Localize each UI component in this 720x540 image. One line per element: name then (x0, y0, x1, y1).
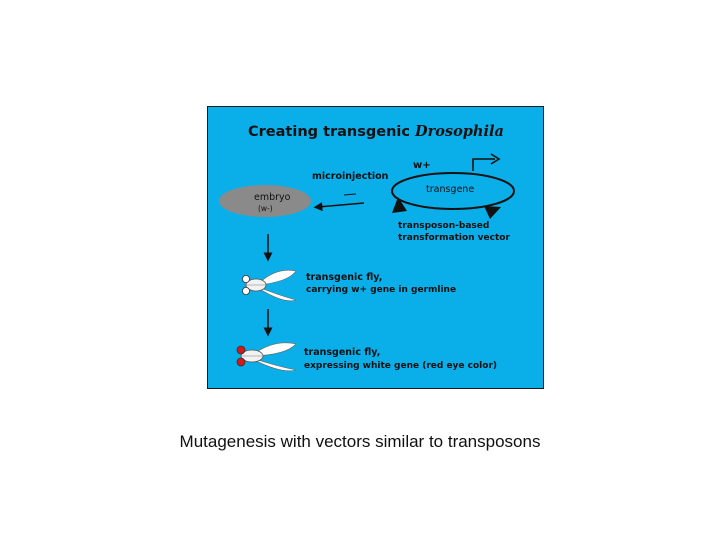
fly2-label-line2: expressing white gene (red eye color) (304, 361, 497, 371)
vector-label-line2: transformation vector (398, 233, 510, 243)
fly2-label-line1: transgenic fly, (304, 347, 380, 358)
transposon-end-left-icon (392, 197, 407, 213)
figure-title: Creating transgenic Drosophila (248, 123, 504, 140)
transgene-label: transgene (426, 184, 474, 195)
transgenic-fly-white-eye-icon (242, 270, 296, 301)
embryo-label: embryo (254, 192, 291, 203)
slide-caption: Mutagenesis with vectors similar to tran… (0, 432, 720, 452)
vector-label-line1: transposon-based (398, 221, 489, 231)
microinjection-arrow (318, 203, 364, 207)
fly1-label-line2: carrying w+ gene in germline (306, 285, 456, 295)
microinjection-tick (344, 194, 356, 195)
transgenic-fly-red-eye-icon (237, 343, 296, 371)
promoter-arrow (473, 159, 495, 171)
figure-diagram: Creating transgenic Drosophila embryo (w… (208, 107, 545, 390)
transposon-end-right-icon (484, 206, 501, 219)
marker-label: w+ (413, 160, 431, 171)
microinjection-label: microinjection (312, 171, 389, 182)
embryo-genotype: (w-) (258, 204, 273, 213)
fly1-label-line1: transgenic fly, (306, 272, 382, 283)
transgenic-drosophila-figure: Creating transgenic Drosophila embryo (w… (207, 106, 544, 389)
